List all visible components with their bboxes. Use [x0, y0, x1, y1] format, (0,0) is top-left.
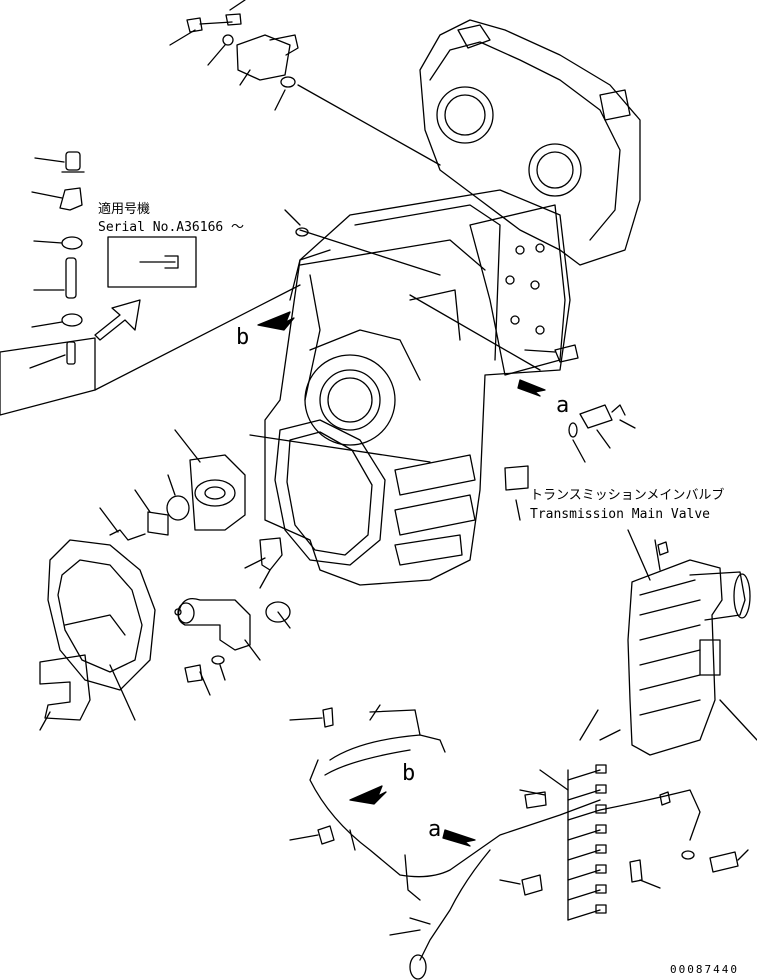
valve-name-english: Transmission Main Valve [530, 507, 710, 522]
figure-number: 00087440 [670, 963, 739, 976]
oil-line-fittings [249, 209, 636, 521]
wiring-harness [289, 704, 749, 980]
callout-b-upper: b [236, 325, 249, 350]
callout-b-lower: b [402, 761, 415, 786]
input-flange-parts [39, 429, 291, 731]
top-fittings [169, 0, 441, 166]
callout-arrows [257, 311, 546, 847]
serial-number-label: Serial No.A36166 ～ [98, 220, 244, 235]
valve-name-japanese: トランスミッションメインバルブ [530, 487, 724, 503]
sender-parts-column [0, 151, 301, 416]
callout-a-upper: a [556, 393, 569, 418]
transmission-case [264, 19, 641, 586]
applicability-label: 適用号機 [98, 201, 150, 217]
callout-a-lower: a [428, 817, 441, 842]
main-valve-assembly [627, 529, 757, 756]
